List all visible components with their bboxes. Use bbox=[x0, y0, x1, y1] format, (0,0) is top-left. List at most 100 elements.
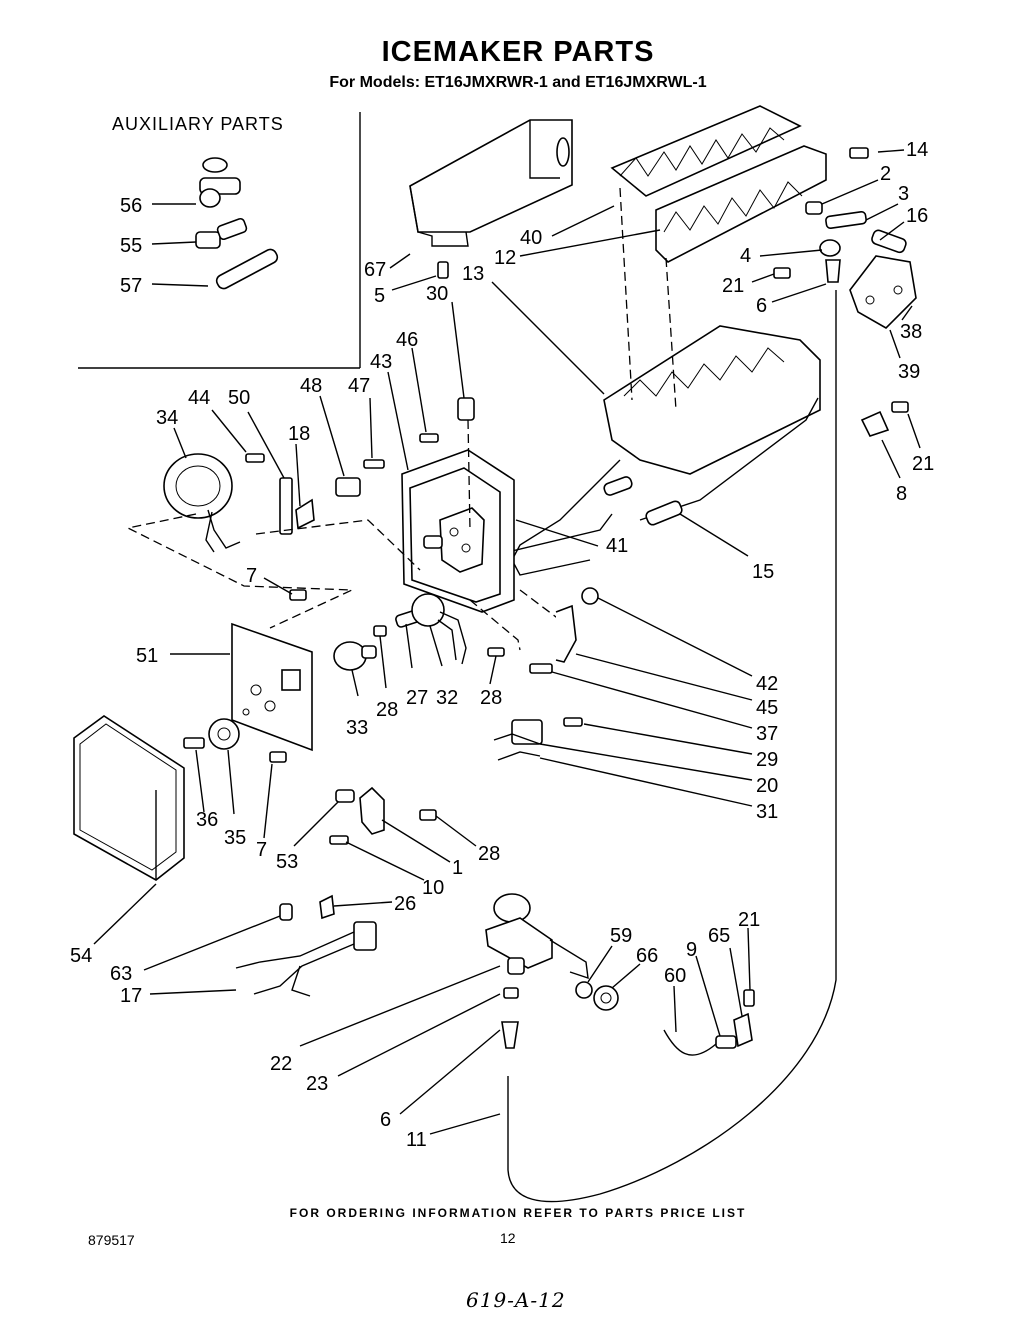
part-11-water-tube bbox=[507, 290, 837, 1203]
part-15-thermostat bbox=[603, 397, 819, 526]
callout-53: 53 bbox=[276, 851, 298, 873]
callout-labels: 56 55 57 67 5 30 40 12 13 14 2 3 16 4 21… bbox=[70, 139, 934, 1151]
part-1-switch-bracket bbox=[359, 786, 385, 835]
callout-9: 9 bbox=[686, 939, 697, 961]
part-21-screw-upper bbox=[773, 267, 791, 279]
callout-66: 66 bbox=[636, 945, 658, 967]
part-6-insert-top bbox=[825, 259, 841, 283]
part-42-clip bbox=[581, 587, 599, 605]
part-60-tube bbox=[663, 1029, 717, 1056]
callout-5: 5 bbox=[374, 285, 385, 307]
callout-46: 46 bbox=[396, 329, 418, 351]
auxiliary-parts-border bbox=[78, 112, 361, 369]
callout-30: 30 bbox=[426, 283, 448, 305]
callout-20: 20 bbox=[756, 775, 778, 797]
document-number: 879517 bbox=[88, 1232, 135, 1248]
part-28-screw-c bbox=[419, 809, 437, 821]
part-17-wire-harness bbox=[235, 921, 377, 997]
callout-55: 55 bbox=[120, 235, 142, 257]
callout-12: 12 bbox=[494, 247, 516, 269]
part-67-mold-cover bbox=[409, 119, 573, 247]
part-21-screw-right bbox=[891, 401, 909, 413]
callout-17: 17 bbox=[120, 985, 142, 1007]
models-subtitle: For Models: ET16JMXRWR-1 and ET16JMXRWL-… bbox=[329, 74, 707, 91]
ordering-note: FOR ORDERING INFORMATION REFER TO PARTS … bbox=[289, 1206, 747, 1220]
part-40-ejector-blades bbox=[610, 105, 802, 197]
part-46-screw bbox=[419, 433, 439, 443]
part-28-screw-b bbox=[487, 647, 505, 657]
part-55-compression-fitting bbox=[195, 217, 248, 249]
part-21-screw-lower bbox=[743, 989, 755, 1007]
part-20-insulator bbox=[493, 733, 541, 745]
part-36-screw bbox=[183, 737, 205, 749]
callout-21-upper: 21 bbox=[722, 275, 744, 297]
part-7-screw-top bbox=[289, 589, 307, 601]
callout-29: 29 bbox=[756, 749, 778, 771]
callout-3: 3 bbox=[898, 183, 909, 205]
part-48-switch bbox=[335, 477, 361, 497]
callout-33: 33 bbox=[346, 717, 368, 739]
part-32-timing-switch bbox=[411, 593, 467, 665]
part-51-mounting-plate bbox=[231, 622, 313, 752]
callout-10: 10 bbox=[422, 877, 444, 899]
callout-47: 47 bbox=[348, 375, 370, 397]
callout-26: 26 bbox=[394, 893, 416, 915]
part-44-screw bbox=[245, 453, 265, 463]
part-45-bracket bbox=[555, 604, 577, 663]
callout-4: 4 bbox=[740, 245, 751, 267]
part-26-wire-nut bbox=[319, 894, 335, 920]
part-66-grommet bbox=[593, 985, 619, 1011]
part-4-clamp bbox=[819, 239, 841, 257]
part-35-gear bbox=[208, 718, 240, 750]
part-10-screw bbox=[329, 835, 349, 845]
callout-7-bottom: 7 bbox=[256, 839, 267, 861]
part-23-fitting bbox=[503, 987, 519, 999]
part-34-motor bbox=[163, 453, 241, 553]
part-57-tube-insert bbox=[215, 248, 279, 290]
callout-15: 15 bbox=[752, 561, 774, 583]
part-33-cam bbox=[333, 641, 377, 671]
callout-38: 38 bbox=[900, 321, 922, 343]
part-50-bracket bbox=[279, 477, 293, 535]
callout-67: 67 bbox=[364, 259, 386, 281]
part-31-bracket bbox=[497, 751, 541, 761]
callout-41: 41 bbox=[606, 535, 628, 557]
part-14-screw bbox=[849, 147, 869, 159]
callout-14: 14 bbox=[906, 139, 928, 161]
part-3-tube bbox=[825, 210, 867, 230]
callout-28-a: 28 bbox=[376, 699, 398, 721]
part-65-clamp bbox=[733, 1012, 753, 1048]
part-18-shutoff-arm bbox=[295, 498, 315, 530]
callout-45: 45 bbox=[756, 697, 778, 719]
callout-35: 35 bbox=[224, 827, 246, 849]
part-63-screw bbox=[279, 903, 293, 921]
part-2-screw bbox=[805, 201, 823, 215]
part-28-screw-a bbox=[373, 625, 387, 637]
callout-2: 2 bbox=[880, 163, 891, 185]
callout-57: 57 bbox=[120, 275, 142, 297]
callout-63: 63 bbox=[110, 963, 132, 985]
callout-6-upper: 6 bbox=[756, 295, 767, 317]
callout-51: 51 bbox=[136, 645, 158, 667]
callout-11: 11 bbox=[406, 1129, 427, 1151]
part-39-bracket bbox=[849, 255, 917, 329]
part-43-control-housing bbox=[401, 449, 515, 613]
page-title: ICEMAKER PARTS bbox=[381, 36, 655, 68]
part-37-screw bbox=[529, 663, 553, 674]
part-59-nut bbox=[575, 981, 593, 999]
callout-54: 54 bbox=[70, 945, 92, 967]
callout-65: 65 bbox=[708, 925, 730, 947]
leader-lines bbox=[93, 149, 921, 1135]
part-9-clamp bbox=[715, 1035, 737, 1049]
callout-28-b: 28 bbox=[480, 687, 502, 709]
handwritten-reference: 619-A-12 bbox=[466, 1288, 566, 1312]
part-water-valve bbox=[485, 893, 589, 980]
part-7-screw-bottom bbox=[269, 751, 287, 763]
callout-28-c: 28 bbox=[478, 843, 500, 865]
callout-44: 44 bbox=[188, 387, 210, 409]
callout-48: 48 bbox=[300, 375, 322, 397]
part-29-switch bbox=[511, 717, 583, 745]
part-53-connector bbox=[335, 789, 355, 803]
part-54-front-cover bbox=[73, 715, 185, 881]
